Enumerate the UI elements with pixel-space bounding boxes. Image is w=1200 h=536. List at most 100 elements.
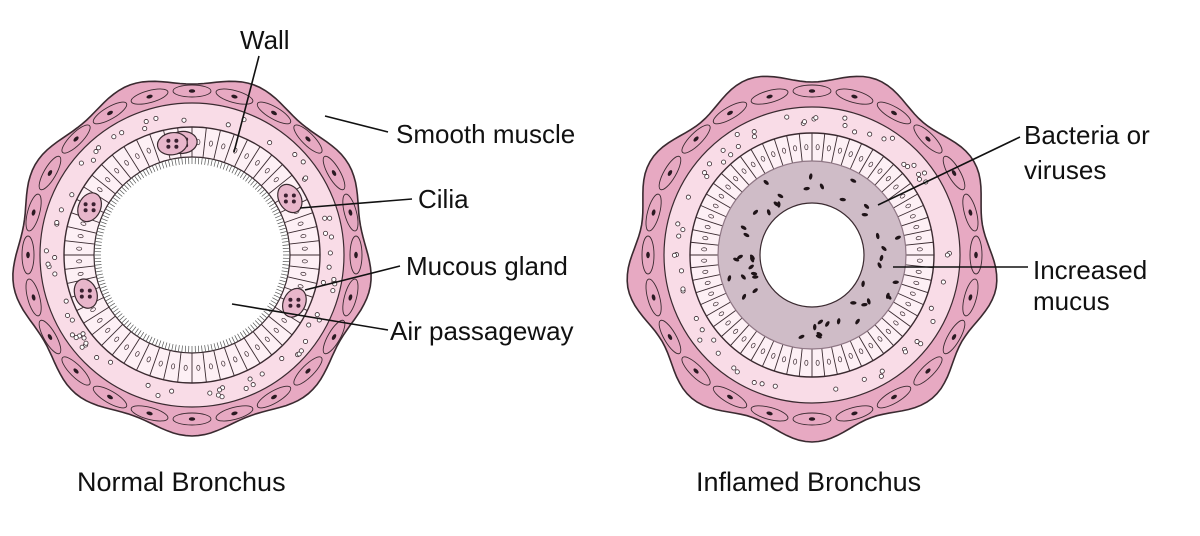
tissue-dot <box>867 131 873 137</box>
tissue-dot <box>219 394 225 400</box>
muscle-cell <box>92 101 128 125</box>
tissue-dot <box>303 338 309 344</box>
tissue-dot <box>928 305 934 311</box>
cilium <box>267 199 274 205</box>
cell-nucleus <box>208 140 213 147</box>
cell-nucleus <box>741 336 747 342</box>
muscle-nucleus <box>47 334 53 340</box>
muscle-cell <box>215 405 254 422</box>
muscle-cell <box>21 235 35 275</box>
cilium <box>247 177 253 184</box>
cell-wall <box>706 193 731 209</box>
cilium <box>128 324 134 331</box>
tissue-dot <box>93 149 99 155</box>
tissue-dot <box>879 368 885 374</box>
cell-nucleus <box>793 358 798 365</box>
tissue-dot <box>772 383 778 389</box>
cilium <box>94 244 102 246</box>
muscle-nucleus <box>693 368 699 374</box>
cell-nucleus <box>135 153 140 159</box>
cilium <box>116 313 123 319</box>
germ <box>737 254 743 260</box>
cell-wall <box>252 154 273 179</box>
muscle-nucleus <box>968 209 973 216</box>
muscle-cell <box>293 356 323 386</box>
cell-wall <box>761 143 775 170</box>
cell-wall <box>831 135 838 164</box>
germ <box>752 209 759 215</box>
cilium <box>171 159 174 167</box>
cell-wall <box>866 156 885 180</box>
germ <box>861 302 868 307</box>
germ <box>850 301 857 305</box>
gland-granule <box>174 138 179 143</box>
cell-nucleus <box>837 147 842 154</box>
muscle-nucleus <box>231 94 238 99</box>
gland-granule <box>288 303 293 308</box>
cell-wall <box>897 292 924 306</box>
cell-nucleus <box>701 258 708 263</box>
cilium <box>280 234 288 237</box>
germ <box>815 334 822 339</box>
cell-wall <box>713 309 737 328</box>
muscle-nucleus <box>231 411 238 416</box>
tissue-dot <box>259 371 265 377</box>
cell-nucleus <box>76 259 83 264</box>
muscle-cell <box>712 385 748 409</box>
air-passageway-leader <box>231 303 389 331</box>
cell-nucleus <box>913 225 920 230</box>
normal-muscle-cells <box>21 84 363 426</box>
tissue-dot <box>930 318 936 324</box>
cilium <box>174 344 177 352</box>
cilium <box>134 175 139 182</box>
cilium <box>142 333 147 341</box>
germ <box>875 232 880 240</box>
cell-wall <box>773 344 784 372</box>
cell-nucleus <box>196 364 201 371</box>
cell-nucleus <box>760 155 766 162</box>
tissue-dot <box>69 317 75 323</box>
tissue-dot <box>81 335 87 341</box>
tissue-dot <box>330 288 336 294</box>
tissue-dot <box>298 348 304 354</box>
cilium <box>118 189 125 195</box>
tissue-dot <box>96 145 102 151</box>
cell-wall <box>721 173 743 193</box>
tissue-dot <box>921 170 927 176</box>
muscle-cell <box>256 385 292 409</box>
cell-wall <box>692 274 721 281</box>
bacteria-leader <box>877 136 1021 206</box>
cilium <box>103 211 111 216</box>
tissue-dot <box>83 340 89 346</box>
tissue-dot <box>702 170 708 176</box>
cell-nucleus <box>90 307 96 312</box>
cilium <box>272 208 279 213</box>
cell-nucleus <box>915 236 922 241</box>
cell-nucleus <box>815 359 820 366</box>
tissue-dot <box>680 227 686 233</box>
cilium <box>161 341 165 349</box>
cell-nucleus <box>273 327 279 333</box>
cilium <box>207 344 210 352</box>
cell-nucleus <box>77 234 84 239</box>
cilium <box>167 343 171 351</box>
tissue-dot <box>676 233 682 239</box>
cilium <box>239 171 245 179</box>
cell-wall <box>234 139 248 167</box>
muscle-nucleus <box>951 170 957 176</box>
tissue-dot <box>940 279 946 285</box>
cilium <box>270 300 278 305</box>
mucous-gland-label: Mucous gland <box>406 251 568 281</box>
cilium <box>99 221 107 225</box>
muscle-nucleus <box>651 294 656 301</box>
cell-wall <box>706 301 731 317</box>
germ <box>894 235 901 240</box>
cilium <box>145 335 150 342</box>
cilium <box>139 171 145 179</box>
tissue-dot <box>721 159 727 165</box>
wall-label: Wall <box>240 25 290 55</box>
cilium <box>237 169 242 177</box>
muscle-nucleus <box>667 334 673 340</box>
cilium <box>228 165 233 173</box>
cell-wall <box>692 229 721 236</box>
